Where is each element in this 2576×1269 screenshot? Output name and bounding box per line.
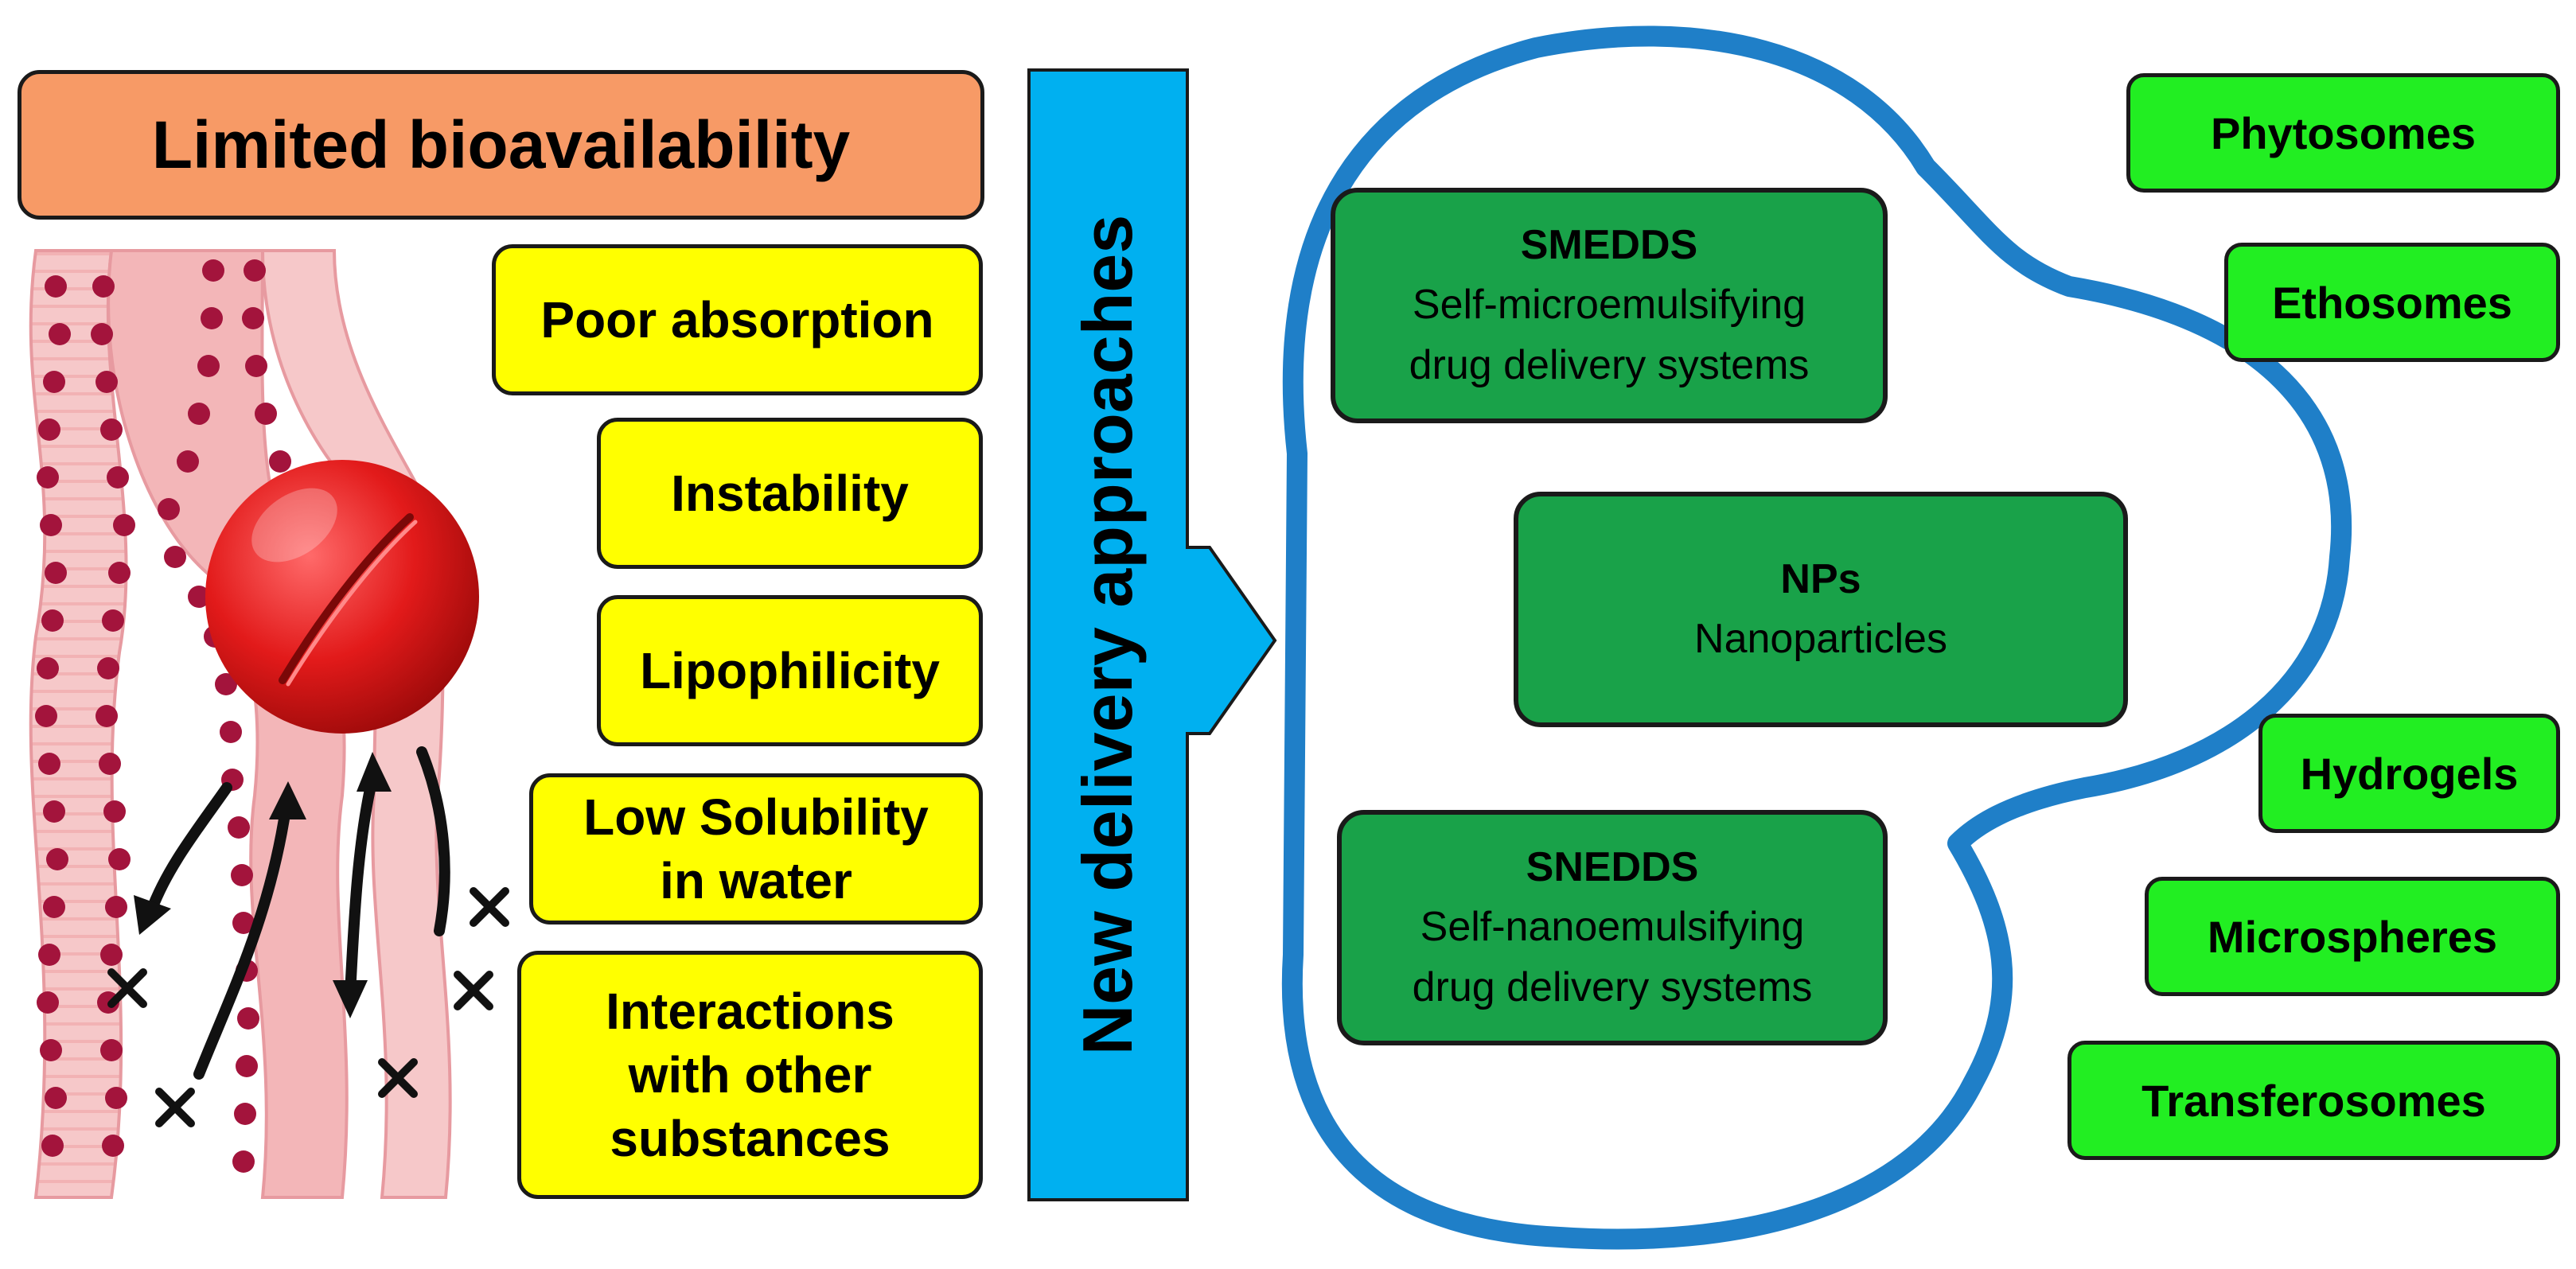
system-full-name: Self-nanoemulsifying drug delivery syste… (1412, 904, 1813, 1010)
system-abbr: SMEDDS (1520, 221, 1698, 268)
other-phytosomes: Phytosomes (2126, 73, 2560, 193)
barrier-lipophilicity: Lipophilicity (597, 595, 983, 746)
arrow-label: New delivery approaches (1068, 214, 1147, 1056)
barrier-low-solubility: Low Solubility in water (529, 773, 983, 925)
pill-icon (205, 460, 479, 734)
barrier-instability: Instability (597, 418, 983, 569)
barrier-label: Interactions with other substances (606, 983, 894, 1167)
page-title: Limited bioavailability (151, 107, 851, 182)
other-label: Phytosomes (2211, 107, 2476, 158)
other-label: Transferosomes (2141, 1075, 2486, 1126)
block-crosses (107, 887, 509, 1127)
system-snedds: SNEDDS Self-nanoemulsifying drug deliver… (1337, 810, 1888, 1045)
transport-arrows (146, 746, 450, 1080)
title-box: Limited bioavailability (18, 70, 984, 220)
system-full-name: Nanoparticles (1694, 616, 1947, 662)
other-hydrogels: Hydrogels (2258, 714, 2560, 833)
other-ethosomes: Ethosomes (2224, 243, 2560, 362)
system-full-name: Self-microemulsifying drug delivery syst… (1409, 282, 1810, 388)
barrier-label: Lipophilicity (640, 642, 940, 699)
right-arrow-shape (1027, 68, 1277, 1201)
cloud-outline (1281, 25, 2352, 1250)
barrier-label: Low Solubility in water (583, 788, 929, 909)
other-label: Microspheres (2207, 911, 2498, 962)
system-abbr: NPs (1780, 555, 1861, 602)
barrier-label: Poor absorption (540, 291, 934, 348)
barrier-poor-absorption: Poor absorption (492, 244, 983, 395)
system-abbr: SNEDDS (1526, 843, 1699, 890)
system-smedds: SMEDDS Self-microemulsifying drug delive… (1331, 188, 1888, 423)
barrier-label: Instability (671, 465, 909, 522)
other-label: Ethosomes (2272, 277, 2512, 328)
other-label: Hydrogels (2300, 748, 2519, 799)
other-transferosomes: Transferosomes (2067, 1041, 2560, 1160)
barrier-interactions: Interactions with other substances (517, 951, 983, 1199)
other-microspheres: Microspheres (2145, 877, 2560, 996)
arrowheads (134, 752, 392, 1018)
system-nps: NPs Nanoparticles (1514, 492, 2128, 727)
